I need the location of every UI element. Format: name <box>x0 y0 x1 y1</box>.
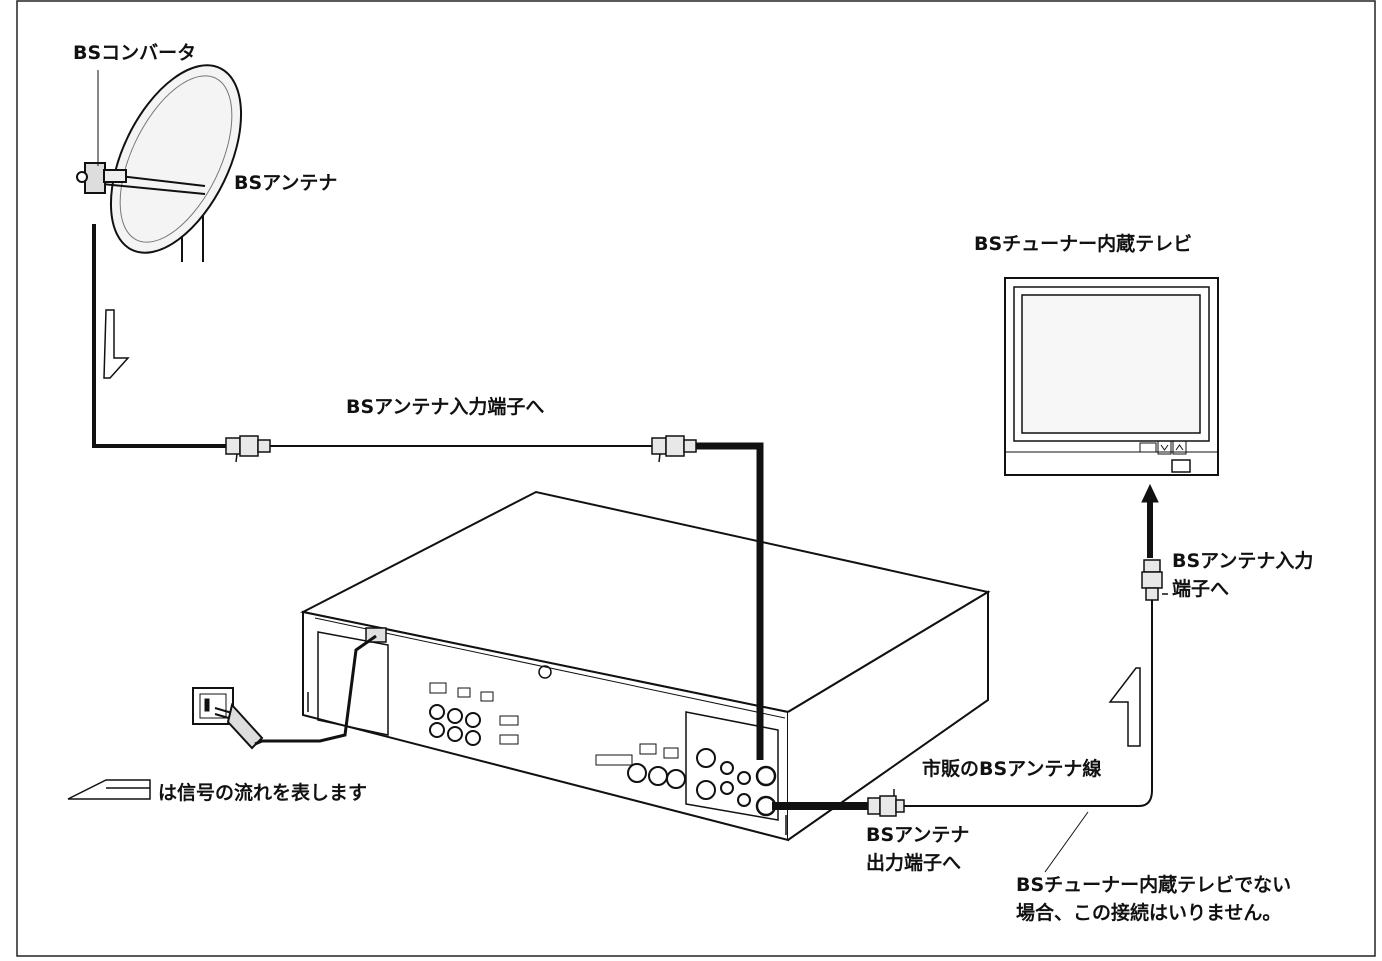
satellite-dish-icon <box>76 64 243 262</box>
bs-antenna-label: BSアンテナ <box>234 172 338 194</box>
power-cord <box>254 634 377 746</box>
bs-tuner-tv-label: BSチューナー内蔵テレビ <box>974 233 1193 255</box>
commercial-cable-label: 市販のBSアンテナ線 <box>922 758 1102 780</box>
note-line1: BSチューナー内蔵テレビでない <box>1016 874 1292 896</box>
output-line1: BSアンテナ <box>866 824 970 846</box>
tv-input-line2: 端子へ <box>1172 577 1230 600</box>
television-icon <box>1004 277 1219 476</box>
signal-flow-arrow-icon <box>103 309 130 379</box>
antenna-input-label: BSアンテナ入力端子へ <box>346 396 545 418</box>
wall-outlet-icon <box>192 687 234 725</box>
antenna-output-label: BSアンテナ 出力端子へ <box>866 822 969 877</box>
power-plug-icon <box>214 702 264 750</box>
f-connector-icon <box>225 435 271 463</box>
f-connector-icon <box>651 435 697 463</box>
page-border <box>16 0 1376 957</box>
signal-legend-label: は信号の流れを表します <box>158 782 368 804</box>
signal-flow-arrow-icon <box>67 779 151 800</box>
tv-input-line1: BSアンテナ入力 <box>1172 550 1314 572</box>
note-line2: 場合、この接続はいりません。 <box>1016 901 1282 924</box>
f-connector-icon <box>1141 559 1168 601</box>
bs-converter-label: BSコンバータ <box>73 42 197 64</box>
video-recorder-icon <box>300 490 991 842</box>
output-line2: 出力端子へ <box>866 851 962 874</box>
tv-input-label: BSアンテナ入力 端子へ <box>1172 548 1313 603</box>
antenna-cable <box>92 224 1159 873</box>
f-connector-icon <box>867 789 905 817</box>
note-label: BSチューナー内蔵テレビでない 場合、この接続はいりません。 <box>1016 872 1291 927</box>
signal-flow-arrow-icon <box>1108 667 1141 747</box>
